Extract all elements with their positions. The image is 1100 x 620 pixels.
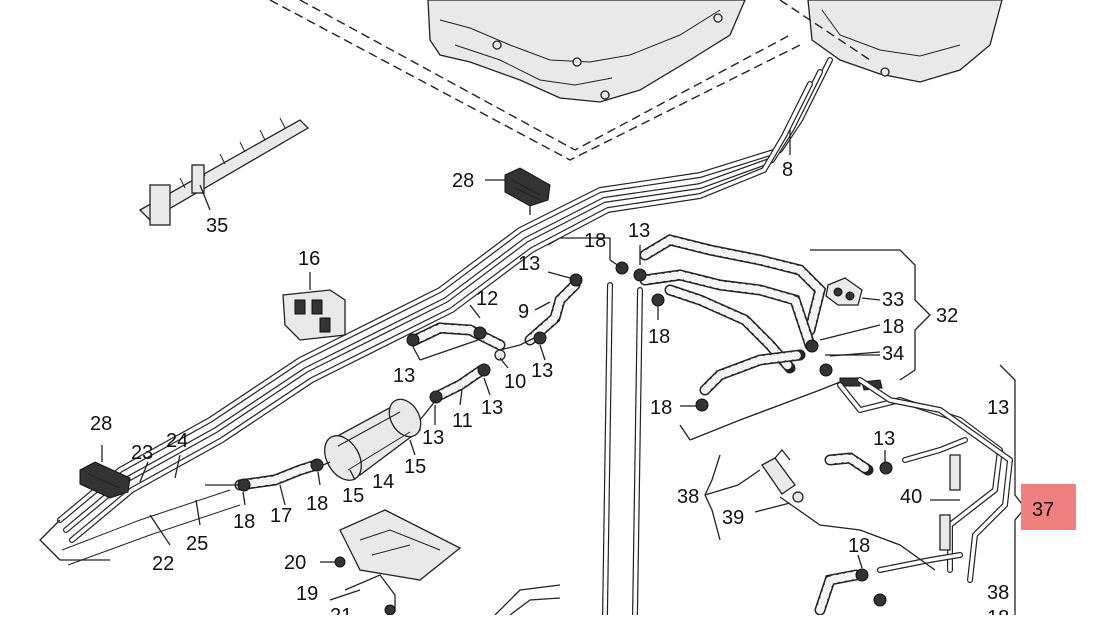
label-15-b: 15 [342,485,364,507]
label-13-e: 13 [481,397,503,419]
right-pipes [814,377,1013,616]
fuel-filter-14 [315,398,437,481]
label-18-d: 18 [648,326,670,348]
holder-28-upper [485,167,551,215]
label-22: 22 [152,553,174,575]
label-18-f: 18 [650,397,672,419]
highlight-box-37 [1021,484,1076,530]
label-9: 9 [518,301,529,323]
label-18-b: 18 [233,511,255,533]
hose-17 [205,458,324,492]
label-18-a: 18 [584,230,606,252]
bolt-40 [930,454,961,551]
label-13-b: 13 [628,220,650,242]
label-18-g: 18 [848,535,870,557]
filter-hoses [406,273,583,404]
label-10: 10 [504,371,526,393]
label-8: 8 [782,159,793,181]
lower-pipes [494,282,643,618]
label-33: 33 [882,289,904,311]
label-34: 34 [882,343,904,365]
label-21: 21 [330,605,352,615]
label-32: 32 [936,305,958,327]
label-13-a: 13 [518,253,540,275]
label-40: 40 [900,486,922,508]
label-13-c: 13 [393,365,415,387]
label-17: 17 [270,505,292,527]
label-28-lower: 28 [90,413,112,435]
main-fuel-lines [39,57,833,566]
hose-group-32 [615,234,833,412]
label-13-d: 13 [531,360,553,382]
label-19: 19 [296,583,318,605]
label-28-upper: 28 [452,170,474,192]
label-24: 24 [166,430,188,452]
label-12: 12 [476,288,498,310]
holder-28-lower [79,445,131,499]
label-18-c: 18 [306,493,328,515]
label-25: 25 [186,533,208,555]
label-23: 23 [131,442,153,464]
clip-33 [825,277,863,306]
label-38-b: 38 [987,582,1009,604]
label-20: 20 [284,552,306,574]
comb-clip-35 [138,117,310,226]
fuel-tank [427,0,1003,103]
label-37[interactable]: 37 [1032,499,1054,521]
label-11: 11 [452,410,473,432]
label-13-g: 13 [987,397,1009,419]
label-13-f: 13 [422,427,444,449]
group-braces [547,237,1026,615]
label-13-h: 13 [873,428,895,450]
bracket-19 [320,509,462,616]
label-14: 14 [372,471,394,493]
tank-dashed-outline [269,0,871,161]
label-35: 35 [206,215,228,237]
leader-lines [139,130,886,601]
label-39: 39 [722,507,744,529]
label-38-a: 38 [677,486,699,508]
label-15-a: 15 [404,456,426,478]
label-16: 16 [298,248,320,270]
label-18-e: 18 [882,316,904,338]
bracket-16 [282,272,346,341]
label-18-h: 18 [987,607,1009,615]
valve-39 [761,448,936,571]
